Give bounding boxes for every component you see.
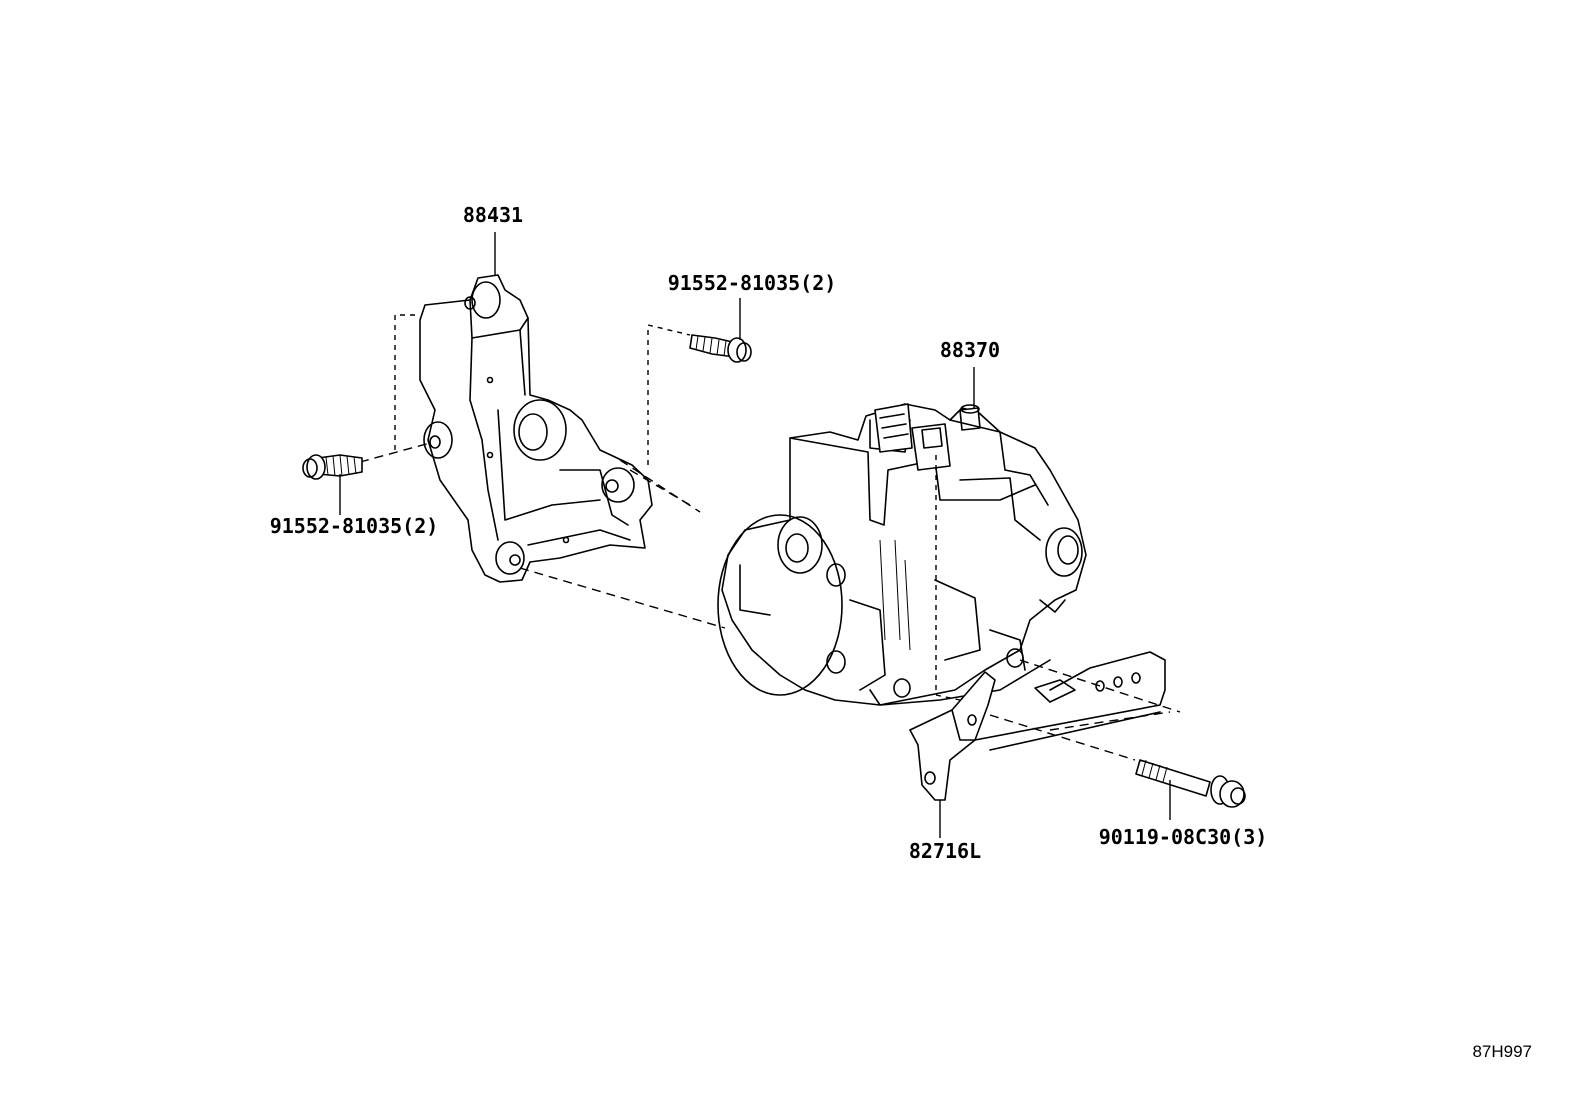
label-88370: 88370 [940, 338, 1000, 362]
alignment-line [647, 324, 691, 465]
compressor-bracket[interactable] [419, 274, 653, 583]
bolt-upper[interactable] [689, 334, 752, 363]
bolt-lower[interactable] [1135, 759, 1246, 808]
label-bolt-upper: 91552-81035(2) [668, 271, 837, 295]
alignment-line [935, 455, 961, 701]
alignment-line [394, 314, 420, 450]
alignment-line [359, 442, 431, 463]
label-bolt-left: 91552-81035(2) [270, 514, 439, 538]
alignment-line [1049, 711, 1171, 731]
compressor-stay[interactable] [909, 651, 1166, 801]
bolt-left[interactable] [302, 454, 363, 480]
reference-code: 87H997 [1472, 1042, 1532, 1061]
label-82716L: 82716L [909, 839, 981, 863]
label-bolt-lower: 90119-08C30(3) [1099, 825, 1268, 849]
label-88431: 88431 [463, 203, 523, 227]
alignment-line [989, 714, 1136, 761]
alignment-line [519, 567, 726, 629]
alignment-line [1019, 659, 1181, 713]
ac-compressor[interactable] [717, 403, 1087, 706]
alignment-line [629, 469, 691, 506]
